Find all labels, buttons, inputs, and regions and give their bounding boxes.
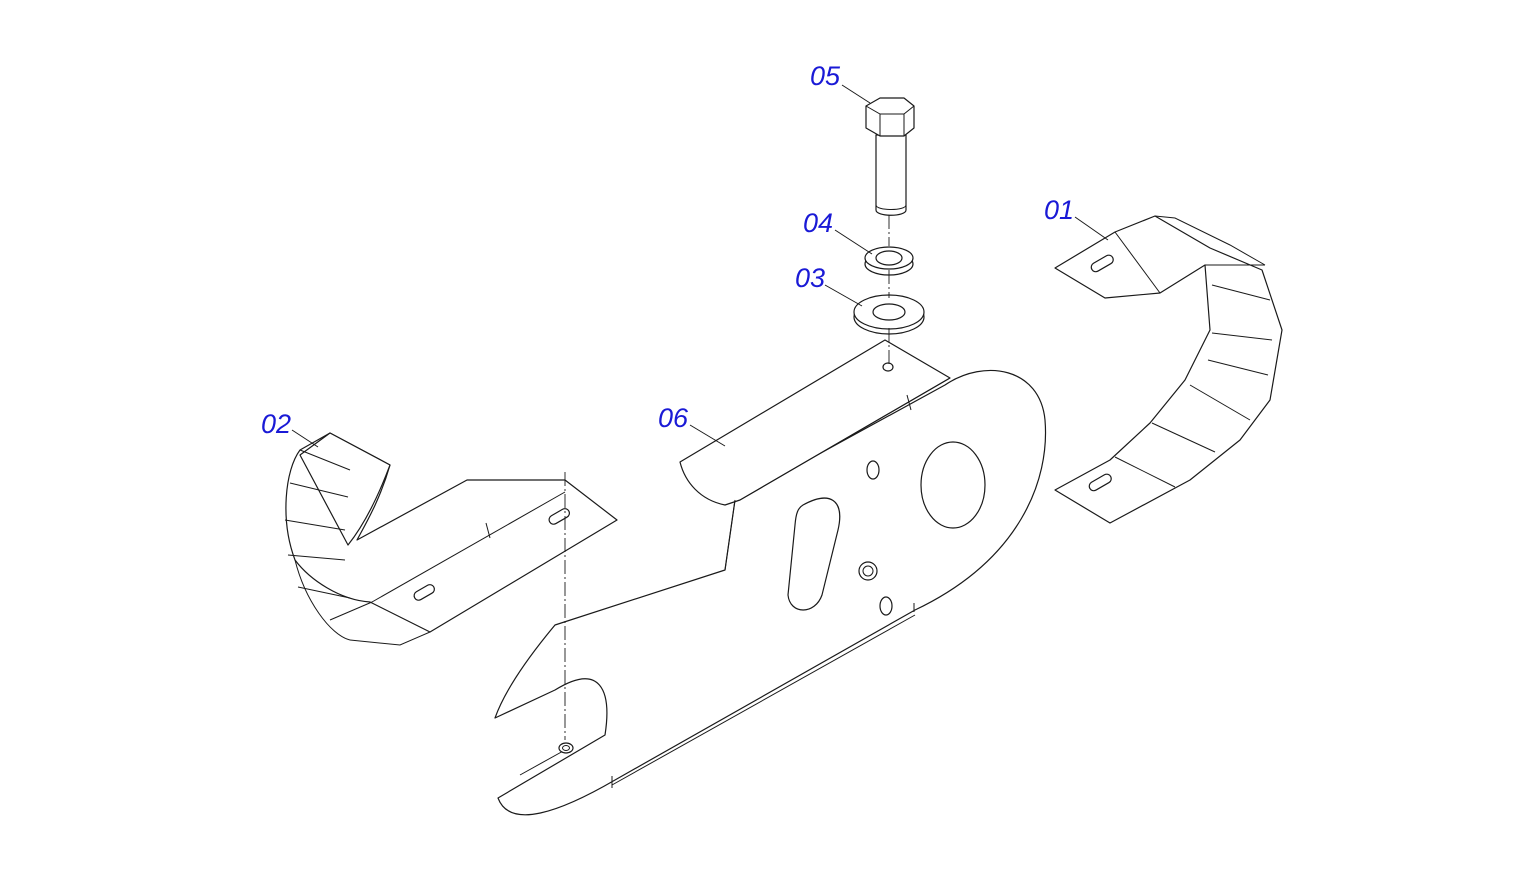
slotted-hole xyxy=(787,497,841,611)
large-round-hole xyxy=(920,441,986,529)
callout-01: 01 xyxy=(1044,195,1074,225)
slot-hole xyxy=(548,508,570,525)
callout-06: 06 xyxy=(658,403,689,433)
bottom-nut xyxy=(558,742,574,754)
part-03-flat-washer xyxy=(853,294,925,335)
leader-01 xyxy=(1074,216,1109,241)
leader-02 xyxy=(291,429,319,448)
part-05-hex-bolt xyxy=(865,97,915,216)
part-04-lock-washer xyxy=(864,246,914,276)
callout-02: 02 xyxy=(261,409,291,439)
weld-nut xyxy=(858,561,878,581)
leader-05 xyxy=(841,84,871,104)
callout-05: 05 xyxy=(810,61,841,91)
callout-03: 03 xyxy=(795,263,825,293)
mounting-hole xyxy=(882,362,894,372)
leader-04 xyxy=(834,229,873,255)
small-hole xyxy=(866,460,880,480)
slot-hole xyxy=(1090,254,1114,273)
small-hole xyxy=(879,596,893,616)
callout-04: 04 xyxy=(803,208,833,238)
part-06-guard-plate xyxy=(494,339,1047,816)
part-02-left-bracket xyxy=(284,432,618,646)
slot-hole xyxy=(413,584,435,601)
leader-03 xyxy=(824,284,863,307)
slot-hole xyxy=(1088,473,1112,492)
leader-06 xyxy=(689,424,726,447)
part-01-right-bracket xyxy=(1054,215,1283,524)
